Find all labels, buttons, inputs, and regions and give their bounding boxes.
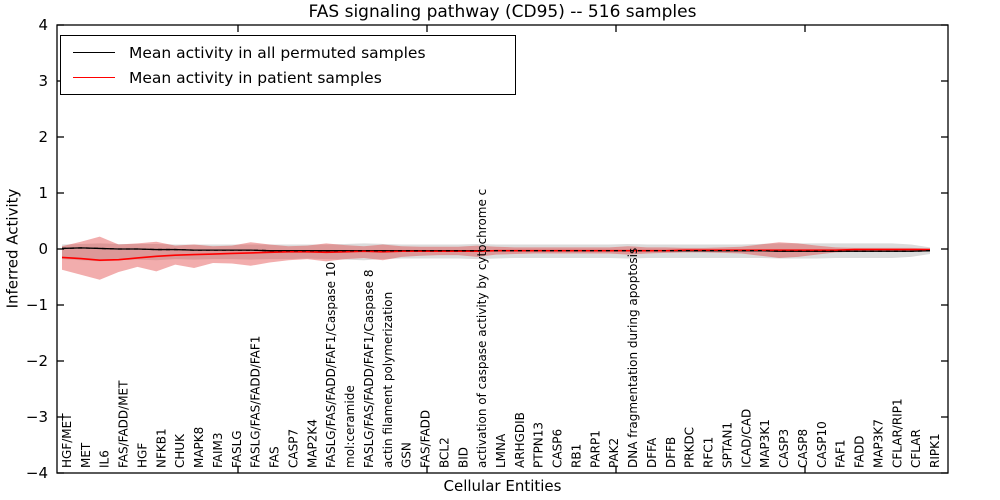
x-category-label: MAP2K4 [305,419,319,468]
x-category-label: CASP8 [796,429,810,468]
y-axis-label: Inferred Activity [3,188,22,309]
x-category-label: FAS/FADD [419,410,433,468]
x-category-label: PAK2 [607,438,621,468]
x-category-label: activation of caspase activity by cytoch… [475,189,489,468]
x-category-label: MAP3K1 [758,419,772,468]
x-category-label: PARP1 [588,430,602,468]
x-category-label: CFLAR/RIP1 [890,398,904,468]
legend-label-patient: Mean activity in patient samples [129,68,382,87]
x-category-label: CASP6 [551,429,565,468]
permuted-mean-line-overlay [61,247,931,252]
x-category-label: ICAD/CAD [739,409,753,468]
x-category-label: MAP3K7 [871,419,885,468]
y-tick-label: 1 [38,184,48,202]
x-category-label: GSN [400,442,414,468]
x-category-label: FAIM3 [211,432,225,468]
patient-confidence-band [62,236,930,280]
x-category-label: CASP3 [777,429,791,468]
x-category-label: SPTAN1 [720,422,734,468]
permuted-confidence-band [62,243,930,262]
x-category-label: CASP10 [815,421,829,468]
x-category-label: PTPN13 [532,422,546,468]
x-category-label: PRKDC [683,427,697,468]
x-category-label: BCL2 [437,437,451,468]
x-category-label: FAS/FADD/MET [117,380,131,468]
x-category-label: DFFA [645,437,659,468]
x-category-label: HGF [135,443,149,468]
y-tick-label: 2 [38,128,48,146]
y-tick-label: −2 [26,352,48,370]
permuted-line-sample-icon [73,52,115,53]
x-category-label: FASLG/FAS/FADD/FAF1 [249,336,263,468]
patient-line-sample-icon [73,77,115,78]
x-category-label: DNA fragmentation during apoptosis [626,248,640,468]
x-category-label: ARHGDIB [513,412,527,468]
x-category-label: FAF1 [834,439,848,468]
x-category-label: RFC1 [702,437,716,468]
y-tick-label: −3 [26,408,48,426]
y-tick-label: 3 [38,72,48,90]
x-category-label: FASLG/FAS/FADD/FAF1/Caspase 8 [362,270,376,469]
x-category-label: actin filament polymerization [381,292,395,468]
x-category-label: DFFB [664,437,678,468]
legend-label-permuted: Mean activity in all permuted samples [129,43,426,62]
y-tick-label: −4 [26,464,48,482]
x-category-label: CASP7 [286,429,300,468]
x-category-label: IL6 [98,450,112,468]
chart-title: FAS signaling pathway (CD95) -- 516 samp… [308,2,697,22]
x-category-label: MET [79,442,93,468]
x-category-label: FAS [268,446,282,468]
x-category-label: CHUK [173,433,187,468]
x-category-label: RIPK1 [928,433,942,468]
x-category-label: FASLG [230,430,244,468]
x-category-label: FADD [853,436,867,469]
x-category-label: LMNA [494,433,508,468]
x-category-label: BID [456,447,470,468]
y-tick-label: 0 [38,240,48,258]
x-axis-label: Cellular Entities [443,477,562,495]
x-category-label: NFKB1 [154,428,168,468]
x-category-label: HGF/MET [60,413,74,468]
x-category-label: FASLG/FAS/FADD/FAF1/Caspase 10 [324,262,338,468]
x-category-label: mol:ceramide [343,385,357,468]
legend: Mean activity in all permuted samples Me… [60,35,516,95]
y-tick-label: 4 [38,16,48,34]
x-category-label: MAPK8 [192,427,206,468]
x-category-label: CFLAR [909,429,923,468]
y-tick-label: −1 [26,296,48,314]
legend-item-patient: Mean activity in patient samples [61,66,515,90]
x-category-label: RB1 [569,444,583,468]
legend-item-permuted: Mean activity in all permuted samples [61,41,515,65]
